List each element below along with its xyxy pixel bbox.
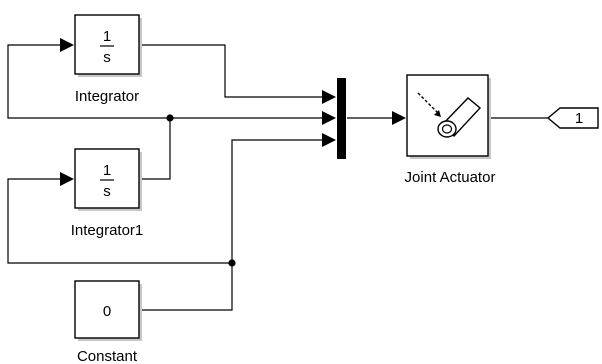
- integrator-label: Integrator: [75, 88, 139, 105]
- branch-point-1: [166, 114, 174, 122]
- integrator-denominator: s: [103, 49, 111, 66]
- wire-integrator-to-mux[interactable]: [140, 44, 322, 98]
- integrator-numerator: 1: [103, 28, 111, 45]
- joint-actuator-block[interactable]: [406, 74, 491, 159]
- branch-point-2: [228, 259, 236, 267]
- constant-label: Constant: [77, 348, 138, 364]
- wire-constant-out[interactable]: [140, 139, 322, 311]
- constant-block[interactable]: 0: [74, 280, 142, 341]
- wire-feedback-integrator1[interactable]: [7, 178, 232, 264]
- integrator1-numerator: 1: [103, 162, 111, 179]
- arrow-mux-in1: [322, 90, 336, 104]
- arrow-actuator-in: [392, 111, 406, 125]
- wire-integrator1-out[interactable]: [140, 118, 171, 180]
- outport-value: 1: [575, 110, 583, 127]
- integrator1-block[interactable]: 1 s: [74, 148, 142, 211]
- joint-actuator-icon: [417, 92, 482, 138]
- outport-block[interactable]: 1: [546, 107, 599, 129]
- mux-block[interactable]: [337, 78, 346, 159]
- joint-actuator-label: Joint Actuator: [405, 169, 496, 186]
- constant-value: 0: [103, 303, 111, 320]
- integrator-block[interactable]: 1 s: [74, 14, 142, 77]
- wire-feedback-integrator[interactable]: [7, 44, 170, 119]
- arrow-mux-in3: [322, 133, 336, 147]
- arrow-integrator1-in: [60, 172, 74, 186]
- integrator1-denominator: s: [103, 183, 111, 200]
- integrator1-label: Integrator1: [71, 222, 144, 239]
- arrow-mux-in2: [322, 111, 336, 125]
- arrow-integrator-in: [60, 38, 74, 52]
